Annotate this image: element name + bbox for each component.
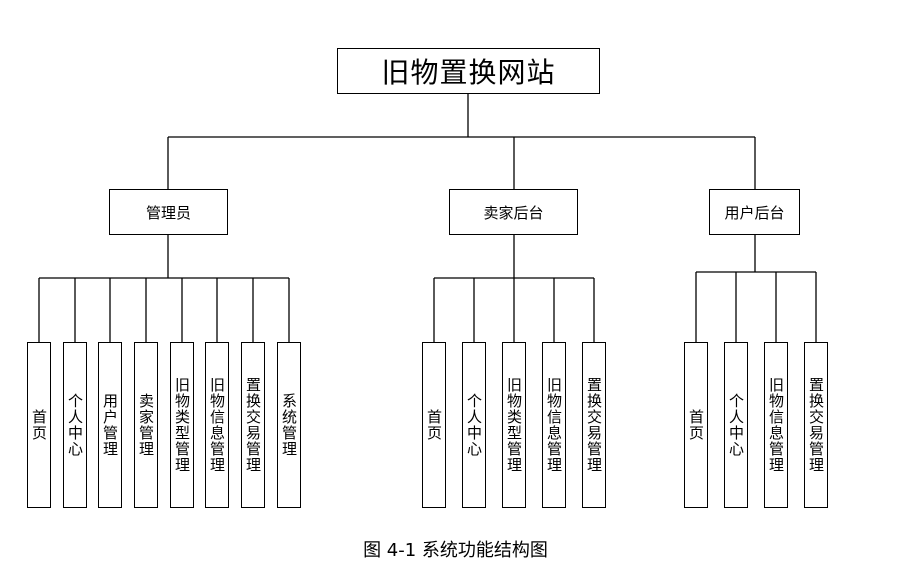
leaf-user-personal-center: 个人中心: [724, 342, 748, 508]
leaf-user-item-info-management: 旧物信息管理: [764, 342, 788, 508]
leaf-admin-item-type-management: 旧物类型管理: [170, 342, 194, 508]
leaf-admin-home: 首页: [27, 342, 51, 508]
leaf-admin-system-management: 系统管理: [277, 342, 301, 508]
leaf-seller-exchange-management: 置换交易管理: [582, 342, 606, 508]
leaf-admin-personal-center: 个人中心: [63, 342, 87, 508]
leaf-seller-item-info-management: 旧物信息管理: [542, 342, 566, 508]
leaf-admin-seller-management: 卖家管理: [134, 342, 158, 508]
leaf-seller-personal-center: 个人中心: [462, 342, 486, 508]
root-node: 旧物置换网站: [337, 48, 600, 94]
branch-seller-backend: 卖家后台: [449, 189, 578, 235]
leaf-admin-user-management: 用户管理: [98, 342, 122, 508]
leaf-user-home: 首页: [684, 342, 708, 508]
leaf-seller-home: 首页: [422, 342, 446, 508]
leaf-admin-exchange-management: 置换交易管理: [241, 342, 265, 508]
leaf-admin-item-info-management: 旧物信息管理: [205, 342, 229, 508]
figure-caption: 图 4-1 系统功能结构图: [363, 540, 548, 561]
leaf-user-exchange-management: 置换交易管理: [804, 342, 828, 508]
branch-admin: 管理员: [109, 189, 228, 235]
branch-user-backend: 用户后台: [709, 189, 800, 235]
leaf-seller-item-type-management: 旧物类型管理: [502, 342, 526, 508]
